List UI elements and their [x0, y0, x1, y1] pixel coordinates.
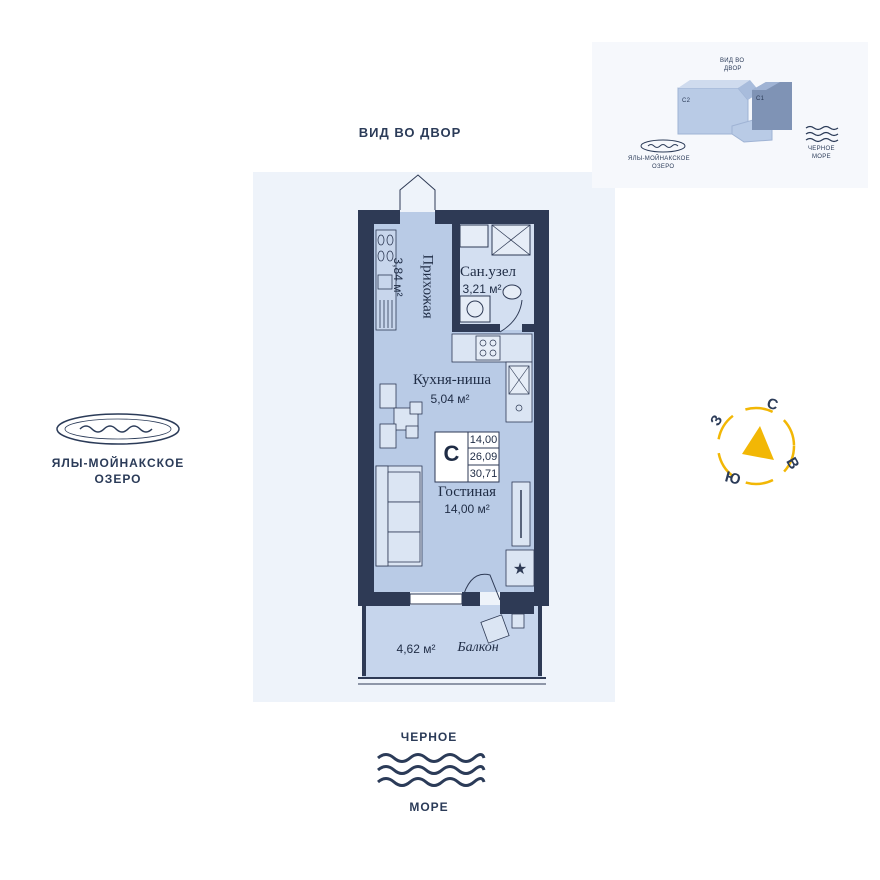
room-area-living: 14,00 м² — [444, 502, 490, 516]
balcony-door — [461, 573, 501, 601]
plant-stand — [505, 549, 535, 587]
minimap-sea-icon — [805, 125, 839, 143]
type-badge-value: 30,71 — [469, 468, 498, 480]
stove — [475, 335, 501, 361]
sea-label-line1: ЧЕРНОЕ — [400, 730, 458, 744]
minimap-sea-label: ЧЕРНОЕ — [808, 146, 835, 152]
room-name-hallway: Прихожая — [419, 254, 436, 319]
minimap-c2-label: C2 — [682, 98, 691, 104]
minimap-courtyard-label: ДВОР — [724, 66, 742, 72]
room-area-balcony: 4,62 м² — [396, 642, 436, 656]
room-area-hallway: 3,84 м² — [391, 257, 405, 297]
dining-set — [379, 383, 423, 449]
lake-label-line2: ОЗЕРО — [94, 472, 142, 486]
type-badge-value: 26,09 — [469, 451, 498, 463]
toilet — [502, 284, 522, 300]
washing-machine — [459, 295, 491, 323]
courtyard-view-label: ВИД ВО ДВОР — [358, 125, 462, 140]
minimap-sea-label: МОРЕ — [812, 154, 831, 160]
compass — [716, 406, 796, 486]
entrance-door — [399, 174, 436, 210]
minimap-courtyard-label: ВИД ВО — [720, 58, 745, 64]
site-minimap — [592, 42, 868, 188]
room-area-bathroom: 3,21 м² — [462, 282, 502, 296]
minimap-c1-label: C1 — [756, 96, 765, 102]
bathroom-door — [499, 299, 523, 333]
room-name-balcony: Балкон — [457, 640, 499, 655]
type-badge-frame — [434, 431, 500, 483]
sofa — [375, 465, 423, 567]
balcony-chair — [480, 613, 525, 644]
lake-icon — [56, 413, 180, 445]
type-badge-letter: C — [443, 441, 460, 466]
sea-label-line2: МОРЕ — [409, 800, 449, 814]
sink — [459, 224, 489, 248]
minimap-lake-label: ЯЛЫ-МОЙНАКСКОЕ — [628, 156, 690, 162]
svg-text:★: ★ — [513, 559, 527, 578]
room-name-living: Гостиная — [437, 484, 497, 500]
sea-waves-icon — [377, 753, 486, 787]
room-name-kitchen: Кухня-ниша — [412, 372, 492, 388]
wardrobe — [375, 229, 397, 331]
lake-label-line1: ЯЛЫ-МОЙНАКСКОЕ — [51, 456, 185, 470]
room-area-kitchen: 5,04 м² — [430, 392, 470, 406]
type-badge-value: 14,00 — [469, 434, 498, 446]
building-c1 — [752, 82, 792, 130]
minimap-lake-label: ОЗЕРО — [652, 164, 675, 170]
compass-arrow-icon — [742, 426, 774, 460]
walls — [358, 210, 549, 614]
room-name-bathroom: Сан.узел — [459, 264, 516, 280]
floor-plan: ★ — [253, 172, 615, 702]
